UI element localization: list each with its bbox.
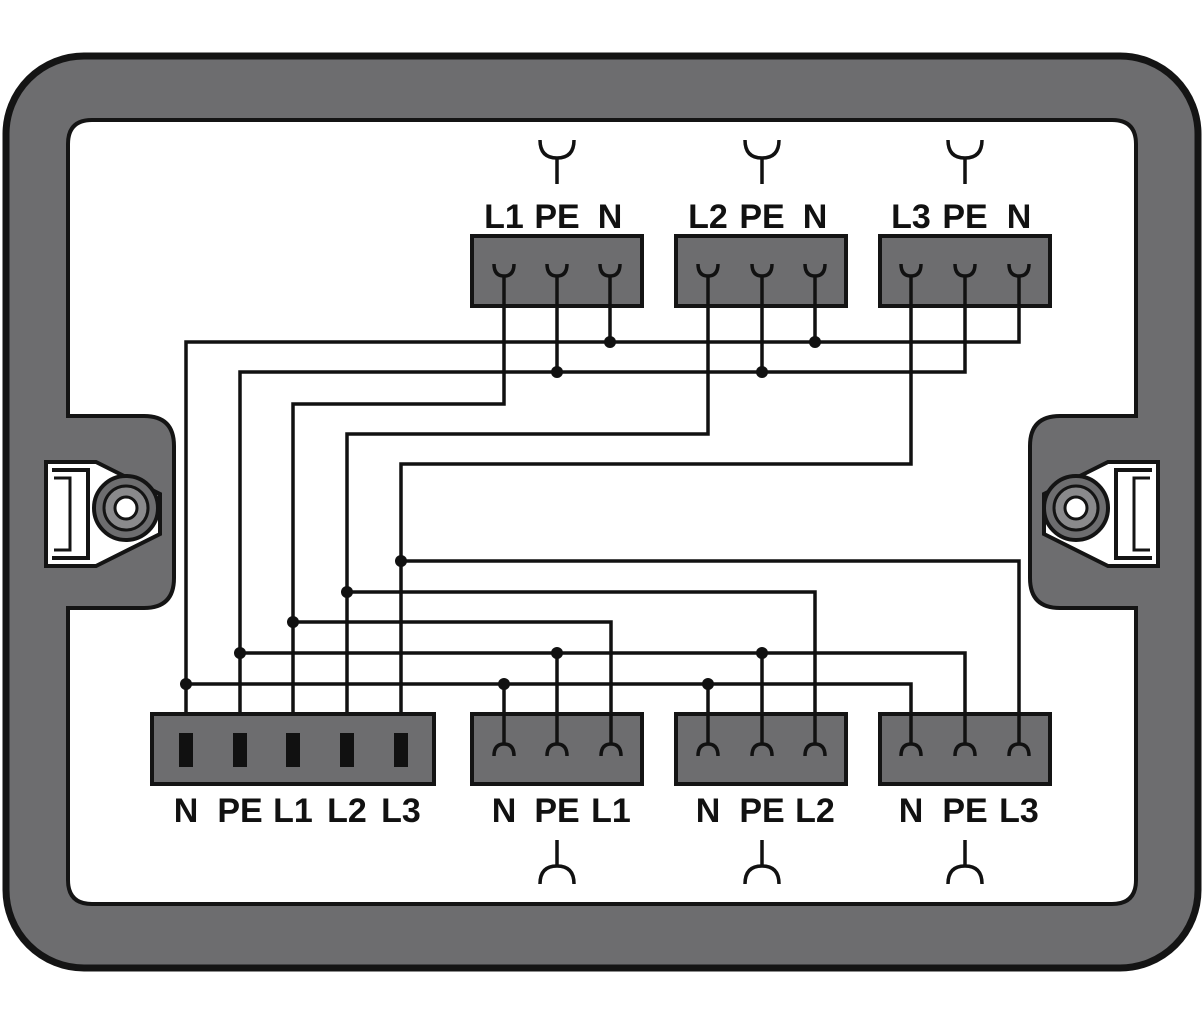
pin-receptacle-icon xyxy=(492,714,623,757)
pin-receptacle-icon xyxy=(696,714,827,757)
junction-dot xyxy=(809,336,821,348)
pin-label: PE xyxy=(217,792,262,830)
pin-label: L2 xyxy=(688,198,728,236)
junction-dot xyxy=(180,678,192,690)
pin-label: L1 xyxy=(273,792,313,830)
socket-icon xyxy=(743,139,781,184)
connector-bottom-1: N PE L1 xyxy=(470,712,644,885)
connector-input: N PE L1 L2 L3 xyxy=(150,712,436,830)
pin-receptacle-icon xyxy=(899,263,1031,306)
junction-dot xyxy=(756,647,768,659)
socket-icon xyxy=(538,139,576,184)
plug-icon xyxy=(743,840,781,885)
wire-input-l1 xyxy=(291,280,506,755)
plug-icon xyxy=(946,840,984,885)
pin-label: N xyxy=(492,792,517,830)
connector-top-1: L1 PE N xyxy=(470,139,644,308)
wire-input-pe xyxy=(238,280,967,755)
pin-label: PE xyxy=(739,198,784,236)
pin-receptacle-icon xyxy=(696,263,827,306)
mounting-lug-right xyxy=(1042,460,1160,568)
pin-label: PE xyxy=(739,792,784,830)
junction-dot xyxy=(498,678,510,690)
wire-l1-bottom xyxy=(293,620,613,735)
pin-label: N xyxy=(598,198,623,236)
pin-label: L2 xyxy=(795,792,835,830)
wire-pe-bottom-bus xyxy=(240,651,967,735)
pin-label: L2 xyxy=(327,792,367,830)
wire-input-n xyxy=(184,280,1021,755)
socket-icon xyxy=(946,139,984,184)
connector-bottom-3: N PE L3 xyxy=(878,712,1052,885)
pin-label: L3 xyxy=(381,792,421,830)
mounting-lug-left xyxy=(44,460,162,568)
junction-dot xyxy=(234,647,246,659)
pin-label: L1 xyxy=(484,198,524,236)
junction-dot xyxy=(551,647,563,659)
connector-body xyxy=(674,712,848,786)
junction-dot xyxy=(395,555,407,567)
wire-input-l3 xyxy=(399,280,913,755)
connector-body xyxy=(150,712,436,786)
pin-terminal-icon xyxy=(179,733,408,767)
pin-label: PE xyxy=(942,198,987,236)
wire-l2-bottom xyxy=(347,590,817,735)
pin-label: N xyxy=(1007,198,1032,236)
pin-label: L1 xyxy=(591,792,631,830)
inner-panel xyxy=(66,118,1138,906)
pin-label: N xyxy=(696,792,721,830)
connector-bottom-2: N PE L2 xyxy=(674,712,848,885)
plug-icon xyxy=(538,840,576,885)
connector-top-3: L3 PE N xyxy=(878,139,1052,308)
pin-label: PE xyxy=(534,792,579,830)
pin-label: PE xyxy=(942,792,987,830)
junction-dot xyxy=(756,366,768,378)
junction-dot xyxy=(287,616,299,628)
pin-label: L3 xyxy=(999,792,1039,830)
junction-dot xyxy=(604,336,616,348)
connector-top-2: L2 PE N xyxy=(674,139,848,308)
junction-dot xyxy=(551,366,563,378)
pin-label: N xyxy=(803,198,828,236)
pin-receptacle-icon xyxy=(899,714,1031,757)
pin-label: PE xyxy=(534,198,579,236)
pin-label: L3 xyxy=(891,198,931,236)
junction-dot xyxy=(341,586,353,598)
junction-dot xyxy=(702,678,714,690)
pin-label: N xyxy=(899,792,924,830)
pin-receptacle-icon xyxy=(492,263,622,306)
wire-l3-bottom xyxy=(401,559,1021,735)
junctions xyxy=(180,336,821,690)
pin-label: N xyxy=(174,792,199,830)
